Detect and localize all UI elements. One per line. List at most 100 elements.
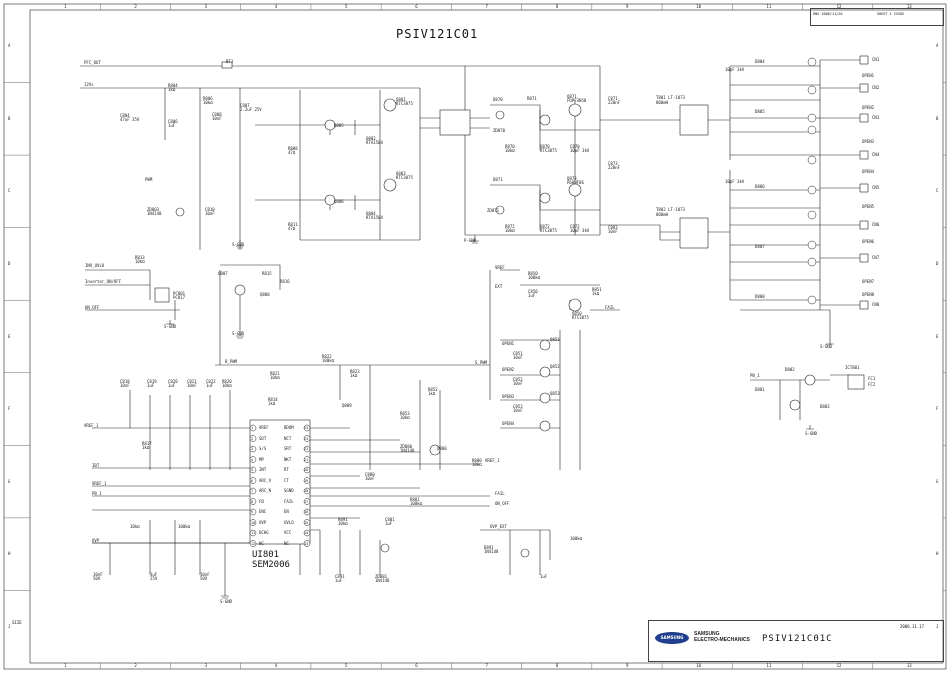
ic-pin-name-en: EN: [284, 509, 289, 514]
net-s-gnd-3: S-GND: [164, 324, 177, 329]
document-date: 2006.11.17: [900, 624, 925, 629]
connector-label-cn5: CN5: [872, 185, 880, 190]
net-s-gnd-1: S-GND: [232, 242, 245, 247]
ref-d870: D870: [493, 97, 503, 102]
ic-pin-5: [249, 466, 257, 474]
ic-pin-number-7: 7: [251, 489, 254, 493]
ic-ui801-body: [249, 419, 311, 545]
ic-pin-name-ct: CT: [284, 477, 289, 483]
revision-right: SHEET 1 ISSUE: [877, 12, 905, 16]
ref-d871: D871: [493, 177, 503, 182]
transformer-t802-note: 800mH: [656, 212, 669, 217]
border-row-left-H: H: [8, 551, 11, 557]
border-col-bottom-4: 4: [274, 663, 278, 668]
connector-label-cn4: CN4: [872, 152, 880, 157]
ic-pin-name-vref: VREF: [259, 425, 269, 430]
ic-pin-name-s-s: S/S: [259, 446, 267, 451]
ref-r815: R815: [262, 271, 272, 276]
components: [154, 61, 865, 558]
connector-label-cn8: CN8: [872, 302, 880, 307]
border-col-top-10: 10: [696, 4, 702, 9]
output-diode: [807, 295, 817, 305]
ref-q805: Q805: [334, 123, 344, 128]
border-row-right-C: C: [936, 188, 939, 194]
net-pb1-a: PB_1: [92, 491, 102, 496]
sheet-size-label: SIZE: [12, 620, 22, 625]
ic-pin-name-rt: RT: [284, 467, 289, 472]
ic-pin-17: [303, 498, 311, 505]
output-diode: [807, 57, 817, 67]
ic-pin-name-ovp: OVP: [259, 519, 267, 525]
border-row-right-F: F: [936, 406, 939, 412]
net-ibt: IBT: [92, 463, 100, 468]
connector-box-cn4: [859, 150, 869, 160]
connector-box-cn2: [859, 83, 869, 93]
ic-pin-name-nc: NC: [284, 540, 289, 546]
connector-label-cn7: CN7: [872, 255, 880, 260]
ic-pin-name-uvlo: UVLO: [284, 519, 294, 525]
ic-pin-12: [249, 540, 257, 547]
net-ovp-ext: OVP_EXT: [490, 524, 507, 529]
ic-pin-name-sdt: SDT: [259, 435, 267, 441]
border-col-bottom-11: 11: [766, 663, 772, 668]
border-col-top-5: 5: [345, 4, 348, 9]
connector-label-cn2: CN2: [872, 85, 880, 90]
net-fail-out: FAIL: [605, 305, 615, 310]
ref-zd870: ZD870: [493, 128, 506, 133]
ref-d801: D801: [755, 387, 765, 392]
samsung-logo: SAMSUNG: [655, 632, 689, 644]
ic-pin-number-10: 10: [251, 520, 256, 525]
ic-pin-name-sgnd: SGND: [284, 488, 294, 493]
net-on-off-2: ON_OFF: [495, 501, 510, 506]
ic-pin-number-19: 19: [304, 478, 309, 483]
ic-pin-name-int: INT: [259, 467, 267, 472]
wiring: [80, 59, 860, 590]
border-row-right-G: G: [936, 478, 939, 484]
company-name: SAMSUNG ELECTRO-MECHANICS: [694, 631, 750, 643]
ic-pin-number-1: 1: [251, 426, 254, 430]
border-col-bottom-9: 9: [625, 663, 629, 668]
open-label-1: OPEN1: [862, 73, 875, 78]
net-pfc-out: PFC_OUT: [84, 60, 101, 65]
ic-pin-10: [249, 519, 257, 526]
open-label-4: OPEN4: [862, 169, 875, 174]
ic-pin-number-17: 17: [304, 499, 309, 504]
ref-r-ovp: 100kΩ: [570, 536, 583, 541]
border-row-left-F: F: [8, 406, 11, 412]
border-col-bottom-3: 3: [204, 663, 207, 668]
open-fb-2: OPEN2: [502, 367, 515, 372]
border-row-right-A: A: [936, 43, 939, 49]
ic-pin-number-15: 15: [304, 520, 309, 525]
ref-q809: Q809: [342, 403, 352, 408]
border-row-left-D: D: [8, 260, 11, 266]
title-block: [648, 620, 944, 662]
outer-frame: [3, 3, 947, 670]
company-line1: SAMSUNG: [694, 631, 720, 637]
ic-pin-11: [249, 529, 257, 537]
ref-q853: Q853: [550, 391, 560, 396]
revision-left: RNS 2006/11/20: [813, 12, 843, 16]
net-s-gnd-4: S-GND: [820, 344, 833, 349]
ic-pin-name-vcc: VCC: [284, 530, 292, 535]
ic-pin-number-8: 8: [251, 499, 254, 504]
ic-pin-number-12: 12: [251, 541, 256, 546]
net-inv-uvlo: INV_UVLO: [85, 263, 105, 268]
ref-q807: Q807: [218, 271, 228, 276]
border-col-top-8: 8: [555, 4, 559, 9]
